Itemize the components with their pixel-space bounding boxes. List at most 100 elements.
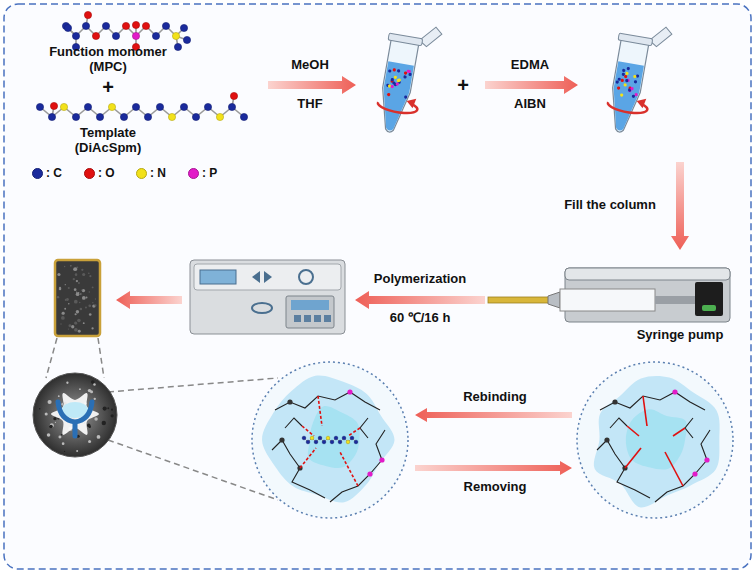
controller-key: [314, 315, 321, 322]
atom: [168, 113, 175, 120]
atom: [48, 113, 55, 120]
solute-dot: [617, 77, 621, 81]
centrifuge-tube: [372, 19, 443, 138]
monolith-texture: [89, 291, 90, 292]
monolith-texture: [76, 292, 80, 296]
zoom-circle: [577, 362, 733, 518]
monolith-texture: [82, 289, 85, 292]
hydrogen-bond: [643, 396, 647, 426]
monolith-texture: [78, 282, 80, 284]
atom: [342, 436, 346, 440]
monolith-texture: [75, 273, 78, 276]
solute-dot: [407, 70, 411, 74]
monolith-texture: [83, 322, 85, 324]
step-label: Template (DiAcSpm): [58, 126, 158, 156]
atom: [108, 103, 115, 110]
solute-dot: [623, 83, 627, 87]
atom: [314, 440, 318, 444]
monolith-texture: [88, 272, 90, 274]
leader-line: [98, 338, 104, 378]
hydrogen-bond: [302, 426, 314, 436]
sem-texture: [62, 442, 65, 445]
solute-dot: [403, 75, 407, 79]
monolith-texture: [74, 322, 77, 325]
hydrogen-bonds: [300, 396, 360, 486]
functional-group: [379, 457, 384, 462]
solute-dot: [404, 71, 408, 75]
atom: [144, 113, 151, 120]
hydrogen-bond: [318, 396, 322, 426]
monolith-texture: [71, 325, 74, 328]
functional-group: [692, 471, 697, 476]
atom-swatch: [188, 168, 199, 179]
oven-knob: [299, 270, 313, 284]
atom: [180, 103, 187, 110]
sem-texture: [111, 414, 114, 417]
sem-texture: [64, 451, 65, 452]
atom: [204, 103, 211, 110]
functional-group: [367, 471, 372, 476]
solute-dot: [394, 75, 398, 79]
atom: [302, 436, 306, 440]
plus-sign: +: [96, 76, 120, 99]
monolith-texture: [74, 288, 77, 291]
sem-texture: [58, 436, 61, 439]
atom: [72, 113, 79, 120]
atom: [326, 436, 330, 440]
step-label: Removing: [464, 480, 527, 495]
functional-group: [287, 399, 292, 404]
oven-door-button: [252, 303, 272, 313]
monolith-texture: [61, 316, 65, 320]
sem-texture: [87, 424, 91, 428]
sem-texture: [58, 395, 60, 397]
monolith-texture: [94, 304, 96, 306]
sem-texture: [79, 388, 81, 390]
polymer-chain: [272, 440, 325, 498]
tube-liquid: [607, 61, 644, 132]
solute-dot: [408, 73, 412, 77]
monolith-texture: [80, 293, 81, 294]
atom: [322, 440, 326, 444]
solute-dot: [390, 85, 394, 89]
legend-item: : N: [136, 166, 166, 180]
monolith-texture: [77, 319, 81, 323]
functional-group: [347, 389, 352, 394]
atom: [330, 440, 334, 444]
controller-key: [304, 315, 311, 322]
syringe-pump: [488, 268, 730, 322]
bound-site-circle: [252, 362, 408, 518]
oven-screen: [200, 270, 236, 284]
monolith-texture: [76, 280, 78, 282]
atom: [102, 22, 109, 29]
step-label: MeOH: [291, 58, 329, 73]
atom-swatch: [136, 168, 147, 179]
polymer-chain: [275, 392, 380, 410]
imprint-cavity: [626, 409, 687, 469]
atom: [120, 113, 127, 120]
pump-button: [702, 305, 716, 311]
atom-swatch: [84, 168, 95, 179]
step-label: Syringe pump: [637, 328, 724, 343]
solute-dot: [392, 68, 396, 72]
polymer-chains: [272, 392, 385, 502]
atom: [84, 103, 91, 110]
atom: [142, 22, 149, 29]
process-arrow: [415, 461, 572, 475]
monolith-texture: [79, 302, 81, 304]
monolith-texture: [62, 312, 65, 315]
monolith-texture: [73, 267, 77, 271]
legend-text: : N: [150, 166, 166, 180]
monolith-texture: [65, 284, 66, 285]
sem-texture: [50, 423, 54, 427]
imprint-cavity: [308, 406, 360, 468]
hydrogen-bond: [627, 426, 639, 436]
polymer-chain: [610, 418, 627, 428]
syringe-tip: [548, 292, 560, 308]
step-label: Fill the column: [564, 198, 656, 213]
monolith-texture: [57, 296, 59, 298]
rotation-arrowhead: [406, 97, 417, 108]
atom: [92, 32, 99, 39]
solute-dot: [625, 79, 629, 83]
monolith-texture: [92, 302, 93, 303]
